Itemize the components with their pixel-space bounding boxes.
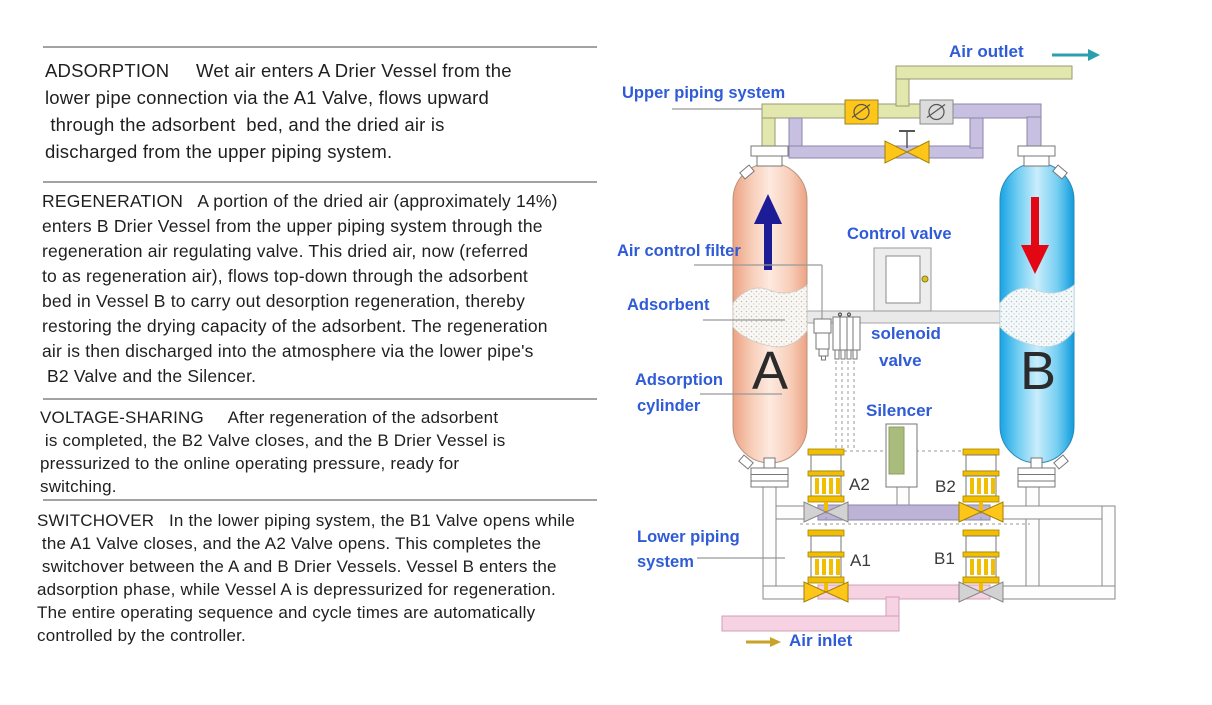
air-inlet-arrow-icon (746, 637, 781, 647)
text-line: switching. (40, 477, 117, 496)
label-valve-a2: A2 (849, 475, 870, 494)
paragraph-adsorption: ADSORPTION Wet air enters A Drier Vessel… (45, 57, 512, 165)
vessel-b (999, 162, 1075, 464)
text-line: controlled by the controller. (37, 626, 246, 645)
label-valve-b1: B1 (934, 549, 955, 568)
text-line: VOLTAGE-SHARING After regeneration of th… (40, 408, 499, 427)
vessel-a-letter: A (752, 341, 789, 401)
label-solenoid-valve-line2: valve (879, 351, 922, 370)
text-line: regeneration air regulating valve. This … (42, 241, 529, 261)
text-line: lower pipe connection via the A1 Valve, … (45, 87, 490, 108)
vessel-b-letter: B (1020, 341, 1057, 401)
text-line: REGENERATION A portion of the dried air … (42, 191, 558, 211)
divider (43, 398, 597, 400)
paragraph-switchover: SWITCHOVER In the lower piping system, t… (37, 509, 575, 647)
text-line: restoring the drying capacity of the ads… (42, 316, 548, 336)
check-valve-a-open (844, 99, 879, 125)
text-line: the A1 Valve closes, and the A2 Valve op… (37, 534, 542, 553)
text-line: discharged from the upper piping system. (45, 141, 393, 162)
text-line: enters B Drier Vessel from the upper pip… (42, 216, 543, 236)
valve-b2-open (958, 501, 1004, 523)
regulating-valve (884, 130, 930, 164)
label-air-outlet: Air outlet (949, 42, 1024, 61)
vessel-a (732, 162, 808, 464)
label-solenoid-valve-line1: solenoid (871, 324, 941, 343)
paragraph-regeneration: REGENERATION A portion of the dried air … (42, 189, 558, 389)
text-line: through the adsorbent bed, and the dried… (45, 114, 445, 135)
downflow-arrow-icon (1031, 197, 1039, 247)
divider (43, 499, 597, 501)
text-line: adsorption phase, while Vessel A is depr… (37, 580, 556, 599)
vessel-fittings (738, 145, 1069, 488)
label-air-inlet: Air inlet (789, 631, 853, 650)
text-line: bed in Vessel B to carry out desorption … (42, 291, 526, 311)
label-lower-piping-line1: Lower piping (637, 528, 740, 546)
label-adsorbent: Adsorbent (627, 296, 710, 314)
valve-b1-closed (958, 581, 1004, 603)
label-valve-b2: B2 (935, 477, 956, 496)
text-line: switchover between the A and B Drier Ves… (37, 557, 557, 576)
air-outlet-arrow-icon (1052, 49, 1100, 61)
text-line: ADSORPTION Wet air enters A Drier Vessel… (45, 60, 512, 81)
divider (43, 181, 597, 183)
upper-piping (761, 65, 1073, 149)
label-control-valve: Control valve (847, 225, 952, 243)
text-line: to as regeneration air), flows top-down … (42, 266, 528, 286)
upflow-arrow-icon (764, 220, 772, 270)
leader-lines (672, 108, 822, 559)
text-line: pressurized to the online operating pres… (40, 454, 460, 473)
text-line: SWITCHOVER In the lower piping system, t… (37, 511, 576, 530)
valve-a1-open (803, 581, 849, 603)
dryer-schematic (672, 49, 1116, 647)
label-lower-piping-line2: system (637, 553, 694, 571)
text-line: B2 Valve and the Silencer. (42, 366, 257, 386)
label-valve-a1: A1 (850, 551, 871, 570)
label-adsorption-cylinder-line1: Adsorption (635, 371, 723, 389)
control-valve-cabinet (873, 247, 932, 312)
label-silencer: Silencer (866, 401, 933, 420)
air-control-filter-device (813, 265, 832, 361)
label-upper-piping-system: Upper piping system (622, 84, 786, 102)
divider (43, 46, 597, 48)
lower-piping (721, 486, 1116, 632)
silencer-device (885, 423, 918, 488)
valve-a2-closed (803, 501, 849, 523)
text-line: is completed, the B2 Valve closes, and t… (40, 431, 506, 450)
label-air-control-filter: Air control filter (617, 242, 741, 260)
text-line: air is then discharged into the atmosphe… (42, 341, 534, 361)
label-adsorption-cylinder-line2: cylinder (637, 397, 701, 415)
text-line: The entire operating sequence and cycle … (37, 603, 536, 622)
check-valve-b-closed (919, 99, 954, 125)
paragraph-voltage-sharing: VOLTAGE-SHARING After regeneration of th… (40, 406, 505, 498)
